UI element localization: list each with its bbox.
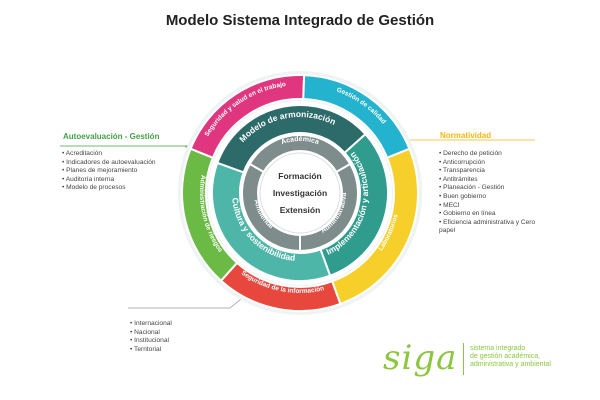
- list-item: Modelo de procesos: [62, 184, 156, 193]
- list-item: Anticorrupción: [439, 159, 549, 168]
- list-item: Internacional: [130, 320, 172, 329]
- inner-label: Académica: [280, 136, 320, 146]
- list-item: Territorial: [130, 346, 172, 355]
- list-item: Planeación - Gestión: [439, 184, 549, 193]
- page-title: Modelo Sistema Integrado de Gestión: [165, 12, 435, 29]
- bottom-panel-list: Internacional Nacional Institucional Ter…: [130, 320, 172, 354]
- list-item: Buen gobierno: [439, 193, 549, 202]
- list-item: Acreditación: [62, 150, 156, 159]
- inner-segment: [241, 162, 301, 253]
- list-item: MECI: [439, 202, 549, 211]
- center-label: Investigación: [273, 188, 327, 198]
- list-item: Gobierno en línea: [439, 210, 549, 219]
- list-item: Derecho de petición: [439, 150, 549, 159]
- logo-separator: [463, 343, 464, 375]
- logo-description: sistema integrado de gestión académica, …: [470, 345, 551, 368]
- left-panel-list: Acreditación Indicadores de autoevaluaci…: [62, 150, 156, 193]
- list-item: Eficiencia administrativa y Cero papel: [439, 219, 549, 236]
- middle-segment: [211, 161, 332, 282]
- list-item: Auditoría interna: [62, 176, 156, 185]
- list-item: Institucional: [130, 337, 172, 346]
- center-circle: [259, 152, 341, 234]
- list-item: Transparencia: [439, 167, 549, 176]
- center-label: Formación: [278, 171, 321, 181]
- siga-logo: siga: [383, 338, 458, 378]
- left-panel-title: Autoevaluación - Gestión: [63, 132, 160, 141]
- right-panel-list: Derecho de petición Anticorrupción Trans…: [439, 150, 549, 236]
- list-item: Planes de mejoramiento: [62, 167, 156, 176]
- list-item: Nacional: [130, 329, 172, 338]
- outer-segment: [181, 147, 239, 283]
- right-panel-title: Normatividad: [440, 131, 492, 140]
- list-item: Indicadores de autoevaluación: [62, 159, 155, 168]
- center-label: Extensión: [280, 205, 321, 215]
- list-item: Antitrámites: [439, 176, 549, 185]
